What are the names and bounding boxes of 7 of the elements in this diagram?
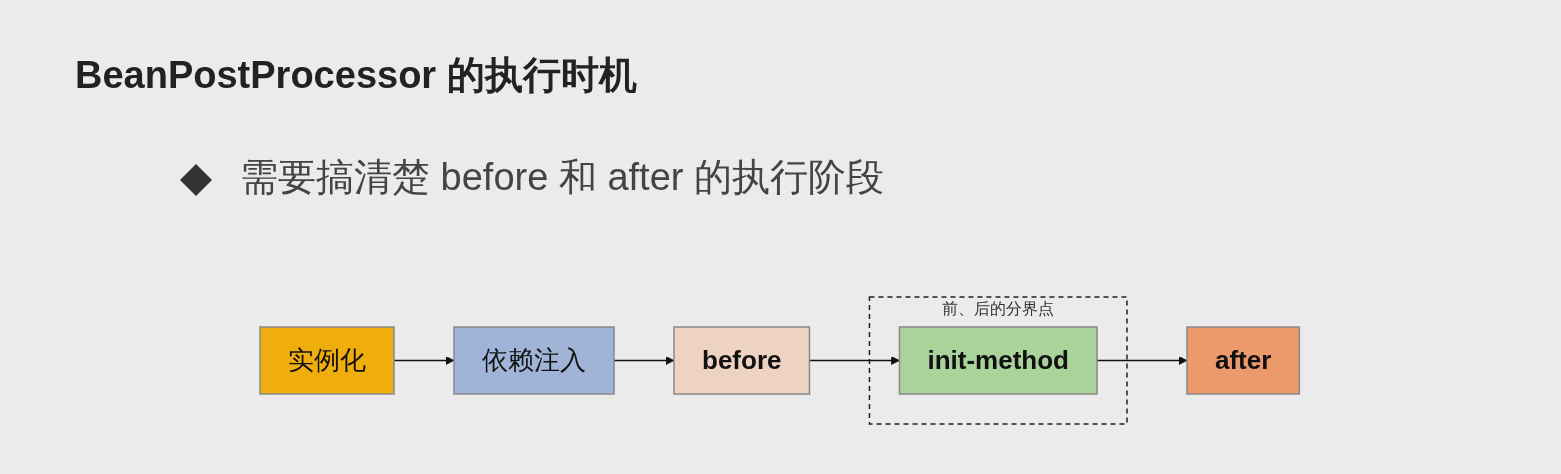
node-box: before: [673, 325, 811, 395]
node-box: after: [1186, 325, 1301, 395]
title: BeanPostProcessor 的执行时机: [75, 53, 637, 98]
node-box: init-method: [899, 325, 1099, 395]
bullet-text: 需要搞清楚 before 和 after 的执行阶段: [240, 155, 884, 200]
node-box: 依赖注入: [453, 325, 616, 395]
node-box: 实例化: [259, 325, 396, 395]
